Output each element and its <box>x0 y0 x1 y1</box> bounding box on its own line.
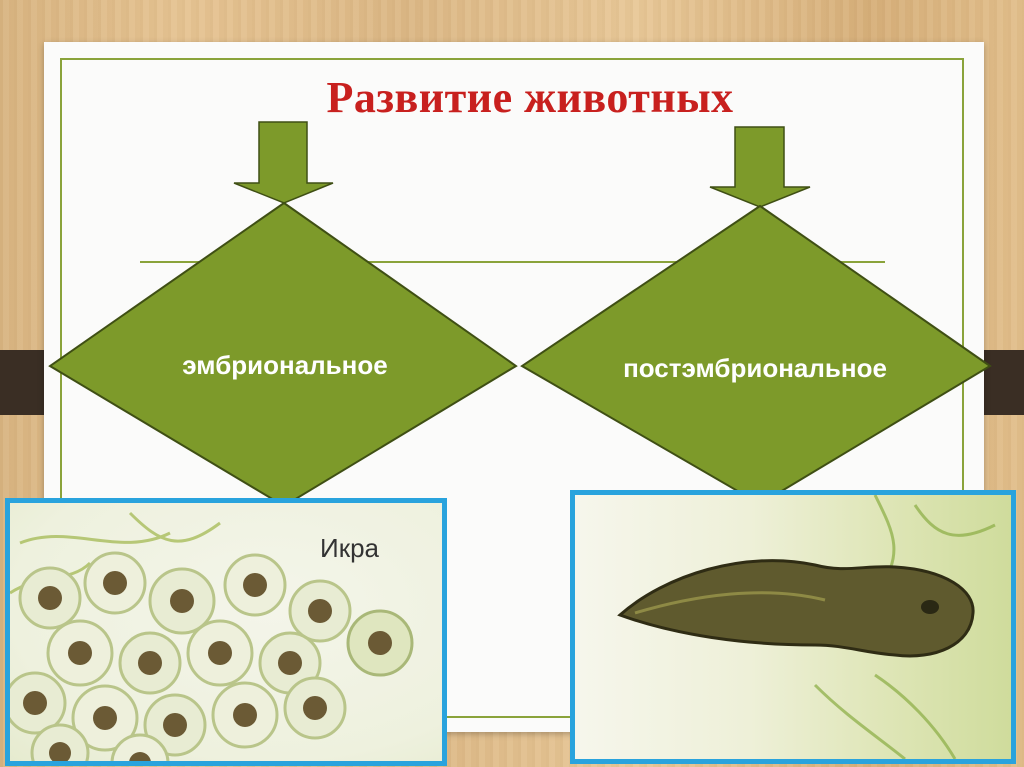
slide-title: Развитие животных <box>326 73 734 122</box>
slide-frame <box>60 58 964 718</box>
eggs-photo: Икра <box>5 498 447 766</box>
frog-eggs-illustration <box>10 511 414 761</box>
embryonic-label: эмбриональное <box>182 350 388 380</box>
postembryonic-label: постэмбриональное <box>623 353 887 383</box>
arrow-left <box>233 121 334 204</box>
eggs-caption: Икра <box>320 533 379 563</box>
arrow-right <box>709 126 811 208</box>
tadpole-illustration <box>617 495 996 759</box>
divider-line <box>140 261 885 263</box>
tadpole-photo <box>570 490 1016 764</box>
